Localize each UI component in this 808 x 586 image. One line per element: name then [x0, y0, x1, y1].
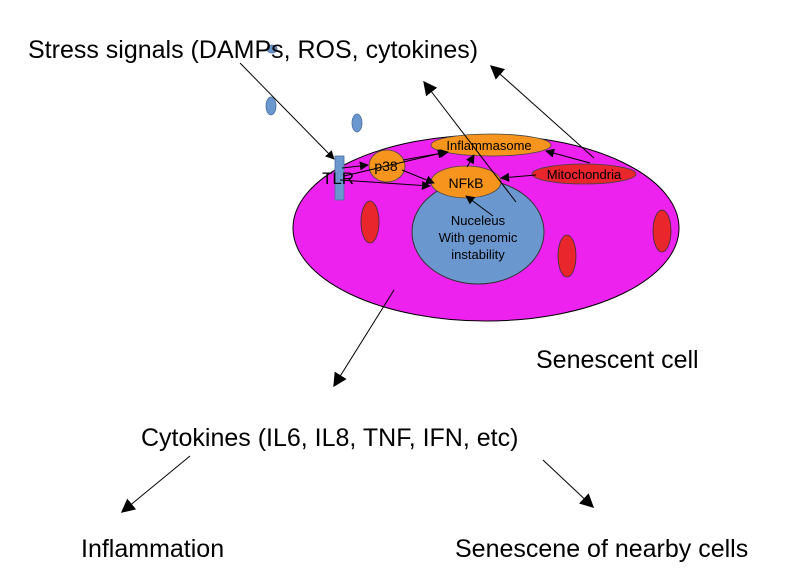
nucleus-label-line3: instability	[451, 247, 505, 262]
arrow-mitochondria-to-inflammasome	[545, 148, 591, 164]
arrow-tlr-to-nfkb	[339, 179, 431, 190]
cytokines-label: Cytokines (IL6, IL8, TNF, IFN, etc)	[141, 424, 518, 452]
red-organelle-middle	[557, 234, 577, 278]
tlr-label: TLR	[322, 169, 354, 188]
arrow-nucleus-to-nfkb	[465, 195, 494, 217]
extracellular-particle	[351, 113, 363, 133]
arrow-tlr-to-p38	[341, 161, 369, 171]
inflammasome	[430, 133, 552, 157]
tlr-receptor	[334, 155, 345, 201]
mitochondria-label: Mitochondria	[547, 167, 622, 182]
arrow-cytokines-to-inflammation	[120, 455, 191, 513]
arrow-cytokines-to-nearby-senescence	[542, 459, 595, 508]
arrow-p38-to-nfkb	[401, 169, 435, 185]
nearby-senescence-label: Senescene of nearby cells	[455, 535, 748, 563]
extracellular-particle	[266, 44, 278, 54]
inflammasome-label: Inflammasome	[446, 138, 531, 153]
red-organelle-right	[652, 209, 672, 253]
arrow-mitochondria-to-nfkb	[500, 172, 537, 182]
extracellular-particle	[265, 96, 277, 116]
arrow-stress-to-tlr	[239, 62, 335, 160]
arrow-cell-to-cytokines	[333, 289, 395, 388]
arrow-p38-to-inflammasome	[402, 148, 449, 161]
arrow-tlr-to-inflammasome	[343, 149, 447, 177]
nucleus-label-line1: Nuceleus	[451, 213, 506, 228]
p38-label: p38	[374, 158, 398, 174]
senescent-cell-label: Senescent cell	[536, 346, 699, 374]
stress-signals-label: Stress signals (DAMPs, ROS, cytokines)	[28, 36, 478, 64]
nfkb-label: NFkB	[449, 175, 484, 191]
mitochondria	[531, 163, 637, 185]
arrow-nfkb-to-inflammasome	[466, 154, 475, 168]
inflammation-label: Inflammation	[81, 535, 224, 563]
arrow-nucleus-to-stress-signals	[423, 80, 517, 203]
arrow-mitochondria-to-stress-signals	[489, 65, 595, 159]
red-organelle-left	[360, 200, 380, 244]
nucleus-label-line2: With genomic	[439, 230, 518, 245]
